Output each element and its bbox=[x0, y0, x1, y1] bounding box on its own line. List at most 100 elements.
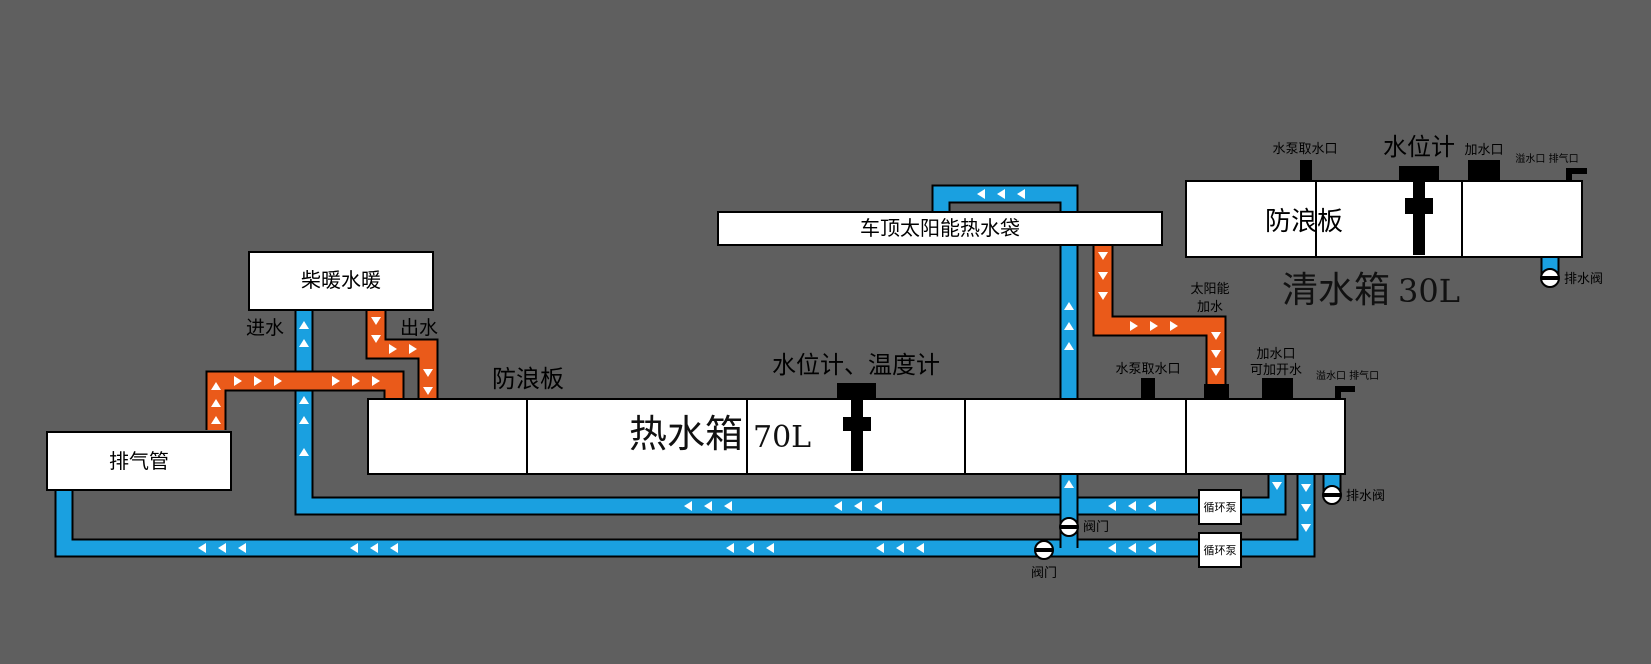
circulation-pump-1: 循环泵 bbox=[1198, 489, 1242, 525]
valve-1: 阀门 bbox=[1059, 517, 1109, 537]
arrow-up bbox=[299, 416, 309, 424]
arrow-left bbox=[874, 501, 882, 511]
clean-tank-capacity: 30L bbox=[1398, 272, 1460, 310]
level-gauge-label: 水位计 bbox=[1383, 133, 1455, 161]
clean-drain-label: 排水阀 bbox=[1564, 272, 1603, 287]
water-out-label: 出水 bbox=[400, 317, 438, 339]
gauge-stem-icon bbox=[851, 399, 863, 471]
arrow-left bbox=[726, 543, 734, 553]
arrow-down bbox=[423, 387, 433, 395]
solar-bag-label: 车顶太阳能热水袋 bbox=[860, 216, 1020, 240]
valve-handle-icon bbox=[1542, 276, 1558, 280]
clean-fill-port-label: 加水口 bbox=[1464, 143, 1503, 158]
valve-handle-icon bbox=[1324, 493, 1340, 497]
arrow-left bbox=[238, 543, 246, 553]
arrow-left bbox=[746, 543, 754, 553]
fill-port-icon bbox=[1468, 160, 1500, 181]
arrow-left bbox=[834, 501, 842, 511]
gauge-float-icon bbox=[843, 417, 871, 431]
arrow-left bbox=[684, 501, 692, 511]
arrow-left bbox=[876, 543, 884, 553]
valve-handle-icon bbox=[1061, 525, 1077, 529]
arrow-left bbox=[198, 543, 206, 553]
arrow-left bbox=[218, 543, 226, 553]
flow-arrows bbox=[198, 189, 1311, 553]
solar-fill-port-icon bbox=[1204, 384, 1229, 399]
valve-2-label: 阀门 bbox=[1031, 566, 1057, 581]
water-in-label: 进水 bbox=[246, 317, 284, 339]
arrow-right bbox=[1130, 321, 1138, 331]
arrow-up bbox=[1064, 342, 1074, 350]
valve-handle-icon bbox=[1036, 548, 1052, 552]
arrow-right bbox=[274, 376, 282, 386]
hot-water-tank: 热水箱 70L bbox=[367, 378, 1355, 475]
hot-fill-port-label-line2: 可加开水 bbox=[1250, 363, 1302, 378]
valve-1-label: 阀门 bbox=[1083, 520, 1109, 535]
arrow-left bbox=[766, 543, 774, 553]
diesel-heater-box: 柴暖水暖 bbox=[248, 251, 434, 311]
arrow-left bbox=[997, 189, 1005, 199]
arrow-down bbox=[1272, 482, 1282, 490]
arrow-up bbox=[211, 416, 221, 424]
pump-1-label: 循环泵 bbox=[1204, 501, 1237, 514]
arrow-right bbox=[1150, 321, 1158, 331]
arrow-right bbox=[1170, 321, 1178, 331]
arrow-left bbox=[1108, 501, 1116, 511]
arrow-left bbox=[1148, 543, 1156, 553]
arrow-right bbox=[352, 376, 360, 386]
solar-fill-label-line2: 加水 bbox=[1197, 300, 1223, 315]
arrow-right bbox=[409, 344, 417, 354]
arrow-right bbox=[234, 376, 242, 386]
overflow-vent-icon bbox=[1566, 168, 1587, 181]
diesel-heater-label: 柴暖水暖 bbox=[301, 268, 381, 292]
arrow-right bbox=[332, 376, 340, 386]
arrow-right bbox=[372, 376, 380, 386]
arrow-up bbox=[211, 382, 221, 390]
pump-intake-port-icon bbox=[1300, 160, 1312, 181]
overflow-vent-icon bbox=[1335, 386, 1355, 399]
arrow-left bbox=[350, 543, 358, 553]
arrow-up bbox=[299, 396, 309, 404]
solar-bag-box: 车顶太阳能热水袋 bbox=[717, 211, 1163, 246]
arrow-down bbox=[1211, 350, 1221, 358]
arrow-down bbox=[423, 369, 433, 377]
level-temp-gauge-label: 水位计、温度计 bbox=[772, 351, 940, 379]
arrow-left bbox=[1148, 501, 1156, 511]
arrow-up bbox=[299, 321, 309, 329]
valve-2: 阀门 bbox=[1031, 540, 1057, 581]
hot-drain-label: 排水阀 bbox=[1346, 489, 1385, 504]
gauge-stem-icon bbox=[1413, 181, 1425, 255]
arrow-left bbox=[854, 501, 862, 511]
circulation-pump-2: 循环泵 bbox=[1198, 532, 1242, 568]
hot-drain-valve: 排水阀 bbox=[1322, 485, 1385, 505]
hot-fill-port-label-line1: 加水口 bbox=[1256, 347, 1295, 362]
arrow-up bbox=[1064, 322, 1074, 330]
gauge-cap-icon bbox=[1399, 166, 1439, 181]
clean-overflow-vent-label: 溢水口 排气口 bbox=[1515, 152, 1578, 165]
arrow-up bbox=[299, 448, 309, 456]
clean-baffle-label: 防浪板 bbox=[1265, 207, 1343, 237]
arrow-left bbox=[896, 543, 904, 553]
arrow-left bbox=[724, 501, 732, 511]
hot-tank-capacity: 70L bbox=[753, 420, 811, 455]
arrow-down bbox=[371, 335, 381, 343]
arrow-up bbox=[211, 399, 221, 407]
arrow-down bbox=[1098, 272, 1108, 280]
arrow-left bbox=[390, 543, 398, 553]
arrow-down bbox=[1301, 524, 1311, 532]
arrow-down bbox=[1301, 484, 1311, 492]
arrow-left bbox=[1128, 501, 1136, 511]
arrow-left bbox=[370, 543, 378, 553]
exhaust-pipe-box: 排气管 bbox=[46, 431, 232, 491]
hot-overflow-vent-label: 溢水口 排气口 bbox=[1316, 369, 1379, 382]
hot-tank-label: 热水箱 bbox=[629, 412, 743, 456]
arrow-left bbox=[1128, 543, 1136, 553]
arrow-left bbox=[916, 543, 924, 553]
clean-pump-intake-label: 水泵取水口 bbox=[1272, 142, 1337, 157]
pump-2-label: 循环泵 bbox=[1204, 544, 1237, 557]
gauge-cap-icon bbox=[837, 383, 876, 399]
arrow-up bbox=[1064, 302, 1074, 310]
arrow-left bbox=[977, 189, 985, 199]
arrow-up bbox=[1064, 480, 1074, 488]
